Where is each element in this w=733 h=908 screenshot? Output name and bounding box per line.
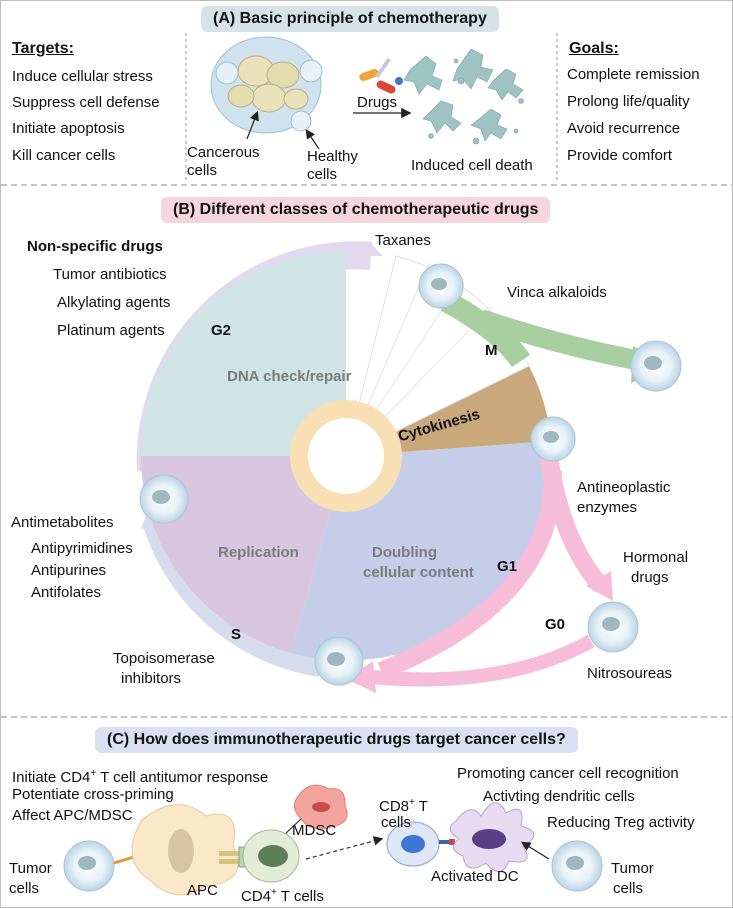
phase-g0-label: G0 — [545, 616, 566, 633]
induced-death-label: Induced cell death — [411, 157, 533, 174]
nitrosoureas-label: Nitrosoureas — [587, 665, 673, 682]
apc-graphic — [131, 804, 239, 896]
nonspecific-item: Platinum agents — [57, 322, 165, 339]
activated-dc-label: Activated DC — [431, 868, 519, 885]
cancerous-label-2: cells — [187, 162, 218, 179]
nonspecific-item: Tumor antibiotics — [53, 266, 167, 283]
antimetabolite-item: Antipyrimidines — [31, 540, 133, 557]
sector-replication-label: Replication — [218, 544, 299, 561]
cd4-label: CD4+ T cells — [241, 887, 324, 905]
antineoplastic-label: Antineoplastic — [577, 479, 671, 496]
target-item: Induce cellular stress — [12, 68, 153, 85]
pills-icon — [359, 57, 403, 94]
phase-g2-label: G2 — [211, 322, 232, 339]
immuno-left-line: Affect APC/MDSC — [12, 807, 133, 824]
drugs-label: Drugs — [357, 94, 398, 111]
goal-item: Avoid recurrence — [567, 120, 681, 137]
hormonal-label: Hormonal — [623, 549, 689, 566]
cancerous-label: Cancerous — [187, 144, 260, 161]
tumor-left-label: Tumor — [9, 860, 52, 877]
cell-cycle-wheel — [136, 241, 669, 693]
phase-s-label: S — [231, 626, 242, 643]
sector-replication — [141, 456, 346, 653]
topo-label-2: inhibitors — [121, 670, 182, 687]
immuno-right-line: Reducing Treg activity — [547, 814, 695, 831]
cd8-label: CD8+ T — [379, 797, 428, 815]
apc-label: APC — [187, 882, 218, 899]
tumor-cluster-graphic — [210, 36, 323, 134]
immuno-left-line: Initiate CD4+ T cell antitumor response — [12, 768, 269, 786]
vinca-label: Vinca alkaloids — [507, 284, 607, 301]
cell-death-graphic — [403, 48, 524, 145]
mdsc-inhibit — [283, 818, 302, 836]
phase-g1-label: G1 — [497, 558, 518, 575]
cancerous-pointer — [246, 110, 259, 140]
immuno-left-line: Potentiate cross-priming — [12, 786, 174, 803]
healthy-label-2: cells — [307, 166, 338, 183]
cell-icons-b — [139, 263, 682, 686]
nonspecific-item: Alkylating agents — [57, 294, 171, 311]
tumor-right-label: Tumor — [611, 860, 654, 877]
taxanes-label: Taxanes — [375, 232, 431, 249]
antimetabolite-item: Antifolates — [31, 584, 102, 601]
dendritic-cell-graphic — [449, 802, 535, 872]
hormonal-label-2: drugs — [631, 569, 669, 586]
tumor-apc-link — [113, 855, 135, 865]
target-item: Kill cancer cells — [12, 147, 116, 164]
plus-sup: + — [90, 768, 97, 779]
topo-label: Topoisomerase — [113, 650, 215, 667]
tumor-cell-right-graphic — [551, 840, 603, 892]
sector-dna — [141, 251, 346, 456]
immuno-right-line: Promoting cancer cell recognition — [457, 765, 679, 782]
tumor-to-dc-arrow — [520, 841, 550, 860]
goal-item: Complete remission — [567, 66, 700, 83]
panel-b-title: (B) Different classes of chemotherapeuti… — [161, 197, 551, 223]
goal-item: Provide comfort — [567, 147, 673, 164]
tumor-right-label-2: cells — [613, 880, 644, 897]
mdsc-graphic — [294, 784, 348, 830]
tumor-cell-left-graphic — [63, 840, 115, 892]
sector-doubling-label: Doubling — [372, 544, 437, 561]
plus-sup: + — [409, 797, 415, 808]
immuno-right-line: Activting dendritic cells — [483, 788, 635, 805]
cd8-label-2: cells — [381, 814, 412, 831]
panel-c-title: (C) How does immunotherapeutic drugs tar… — [95, 727, 578, 753]
cd4-cell-graphic — [242, 829, 300, 883]
mdsc-label: MDSC — [292, 822, 337, 839]
target-item: Suppress cell defense — [12, 94, 160, 111]
healthy-label: Healthy — [307, 148, 358, 165]
goal-item: Prolong life/quality — [567, 93, 690, 110]
nonspecific-heading: Non-specific drugs — [27, 238, 163, 255]
plus-sup: + — [271, 887, 277, 898]
target-item: Initiate apoptosis — [12, 120, 125, 137]
healthy-pointer — [305, 129, 320, 150]
sector-doubling-label-2: cellular content — [363, 564, 474, 581]
targets-heading: Targets: — [12, 40, 74, 57]
tumor-left-label-2: cells — [9, 880, 40, 897]
panel-a-title: (A) Basic principle of chemotherapy — [201, 6, 499, 32]
antineoplastic-label-2: enzymes — [577, 499, 638, 516]
sector-dna-label: DNA check/repair — [227, 368, 352, 385]
antimetabolite-item: Antipurines — [31, 562, 107, 579]
cd4-to-cd8-arrow — [305, 836, 384, 860]
phase-m-label: M — [485, 342, 498, 359]
antimetabolites-label: Antimetabolites — [11, 514, 114, 531]
goals-heading: Goals: — [569, 40, 619, 57]
